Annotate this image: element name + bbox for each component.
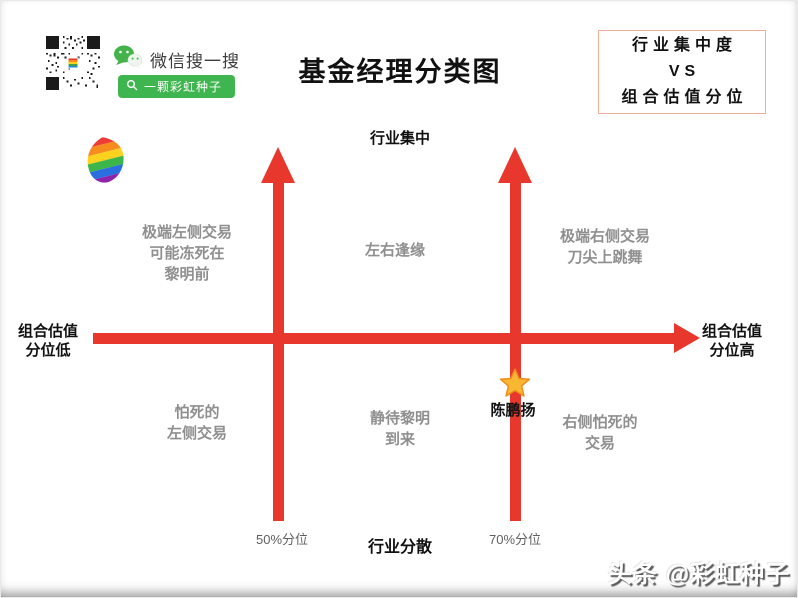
- watermark-text: 头条 @彩虹种子: [607, 561, 790, 588]
- search-input-text: 一颗彩虹种子: [144, 80, 223, 94]
- arrow-shaft: [272, 183, 284, 521]
- tick-label-70: 70%分位: [488, 532, 542, 547]
- vertical-axis-arrow-right: [498, 147, 532, 521]
- arrow-shaft: [509, 183, 521, 521]
- wechat-search-label: 微信搜一搜: [150, 52, 240, 71]
- horizontal-axis-arrow: [93, 323, 700, 353]
- axis-label-left: 组合估值 分位低: [17, 323, 78, 359]
- vertical-axis-arrow-left: [261, 147, 295, 521]
- legend-line-3: 组合估值分位: [621, 89, 748, 106]
- legend-line-2: VS: [668, 63, 701, 80]
- arrow-head-up-icon: [498, 147, 532, 183]
- star-marker-icon: [499, 367, 531, 399]
- axis-label-right: 组合估值 分位高: [701, 323, 762, 359]
- quadrant-bottom-center-text: 静待黎明 到来: [369, 410, 430, 448]
- quadrant-bottom-right-text: 右侧怕死的 交易: [562, 414, 638, 452]
- rainbow-seed-logo-icon: [79, 131, 133, 188]
- legend-box: 行业集中度 VS 组合估值分位: [598, 30, 766, 114]
- tick-label-50: 50%分位: [255, 532, 309, 547]
- legend-line-1: 行业集中度: [631, 37, 737, 54]
- quadrant-top-center-text: 左右逢缘: [364, 242, 425, 259]
- search-icon: [126, 79, 138, 94]
- page-title: 基金经理分类图: [298, 57, 502, 87]
- wechat-search-input[interactable]: 一颗彩虹种子: [118, 75, 235, 98]
- axis-label-bottom: 行业分散: [367, 539, 432, 556]
- marker-name-label: 陈鹏扬: [490, 402, 536, 419]
- quadrant-top-right-text: 极端右侧交易 刀尖上跳舞: [559, 228, 650, 266]
- arrow-shaft: [93, 332, 674, 344]
- arrow-head-right-icon: [674, 323, 700, 353]
- arrow-head-up-icon: [261, 147, 295, 183]
- axis-label-top: 行业集中: [369, 130, 430, 147]
- quadrant-top-left-text: 极端左侧交易 可能冻死在 黎明前: [141, 224, 232, 283]
- quadrant-bottom-left-text: 怕死的 左侧交易: [166, 404, 227, 442]
- wechat-icon: [113, 44, 143, 70]
- qr-code-icon: [46, 36, 100, 90]
